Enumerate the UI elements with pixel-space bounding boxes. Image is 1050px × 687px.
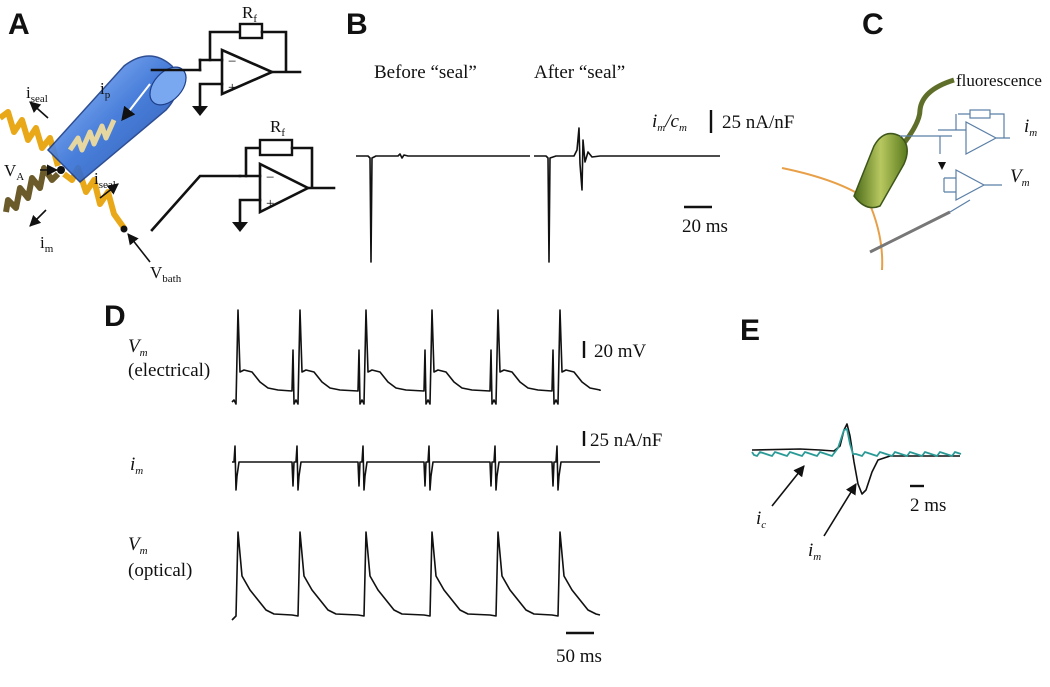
svg-text:+: + (228, 80, 236, 96)
node-vbath (120, 225, 128, 233)
label-im: im (40, 233, 54, 255)
label-c-im: im (1024, 116, 1037, 139)
panel-b-letter: B (346, 8, 368, 41)
amp-c-current (900, 109, 1010, 170)
scale-label-b-current: 25 nA/nF (722, 112, 794, 133)
amplifier-top: − + Rf (150, 3, 302, 116)
label-iseal-right: iseal (94, 169, 116, 191)
label-d-im: im (130, 454, 143, 477)
panel-e: E ic im 2 ms (740, 314, 962, 563)
trace-before-seal (356, 153, 530, 263)
panel-d: D Vm (electrical) im Vm (optical) 20 mV … (104, 300, 662, 667)
label-d-vm-electrical: Vm (128, 336, 148, 359)
panel-a-letter: A (8, 8, 30, 41)
svg-text:−: − (228, 54, 236, 70)
label-d-vm-optical: Vm (128, 534, 148, 557)
ylabel-im-cm: im/cm (652, 111, 687, 134)
label-d-electrical: (electrical) (128, 360, 210, 381)
panel-c-letter: C (862, 8, 884, 41)
label-e-ic: ic (756, 508, 766, 531)
panel-b: B Before “seal” After “seal” im/cm 25 nA… (346, 8, 794, 263)
trace-e-ic (751, 427, 962, 458)
scale-label-d-voltage: 20 mV (594, 341, 647, 362)
amplifier-bottom: − + Rf (150, 117, 336, 232)
label-d-optical: (optical) (128, 560, 192, 581)
scale-label-d-current: 25 nA/nF (590, 430, 662, 451)
label-vbath: Vbath (150, 263, 182, 285)
trace-vm-optical (231, 531, 601, 621)
resistor-rf-bottom (258, 138, 294, 157)
seal-spring-upper (0, 109, 61, 167)
scale-label-b-time: 20 ms (682, 216, 728, 237)
amp-c-voltage (943, 168, 1002, 213)
label-fluorescence: fluorescence (956, 71, 1042, 90)
optical-pipette (853, 132, 908, 209)
panel-d-letter: D (104, 300, 126, 333)
node-va (57, 166, 65, 174)
panel-a: A iseal ip VA iseal im Vbath (0, 3, 336, 285)
label-rf-top: Rf (242, 3, 257, 25)
svg-text:+: + (266, 196, 274, 212)
microelectrode (869, 210, 951, 254)
label-iseal-top: iseal (26, 83, 48, 105)
scale-label-e-time: 2 ms (910, 495, 946, 516)
panel-e-letter: E (740, 314, 760, 347)
resistor-rf-top (238, 22, 264, 40)
pipette (46, 55, 187, 184)
label-c-vm: Vm (1010, 166, 1030, 189)
label-e-im: im (808, 540, 821, 563)
trace-e-im (751, 423, 960, 495)
label-after-seal: After “seal” (534, 62, 625, 83)
svg-text:−: − (266, 170, 274, 186)
trace-vm-electrical (231, 309, 601, 405)
label-va: VA (4, 161, 24, 183)
panel-c: C fluorescence im Vm (781, 8, 1042, 271)
trace-im (232, 445, 600, 491)
label-before-seal: Before “seal” (374, 62, 477, 83)
trace-after-seal (534, 127, 720, 263)
label-ip: ip (100, 79, 111, 101)
scale-label-d-time: 50 ms (556, 646, 602, 667)
label-rf-bottom: Rf (270, 117, 285, 139)
pipette-inner-spring (67, 118, 117, 153)
